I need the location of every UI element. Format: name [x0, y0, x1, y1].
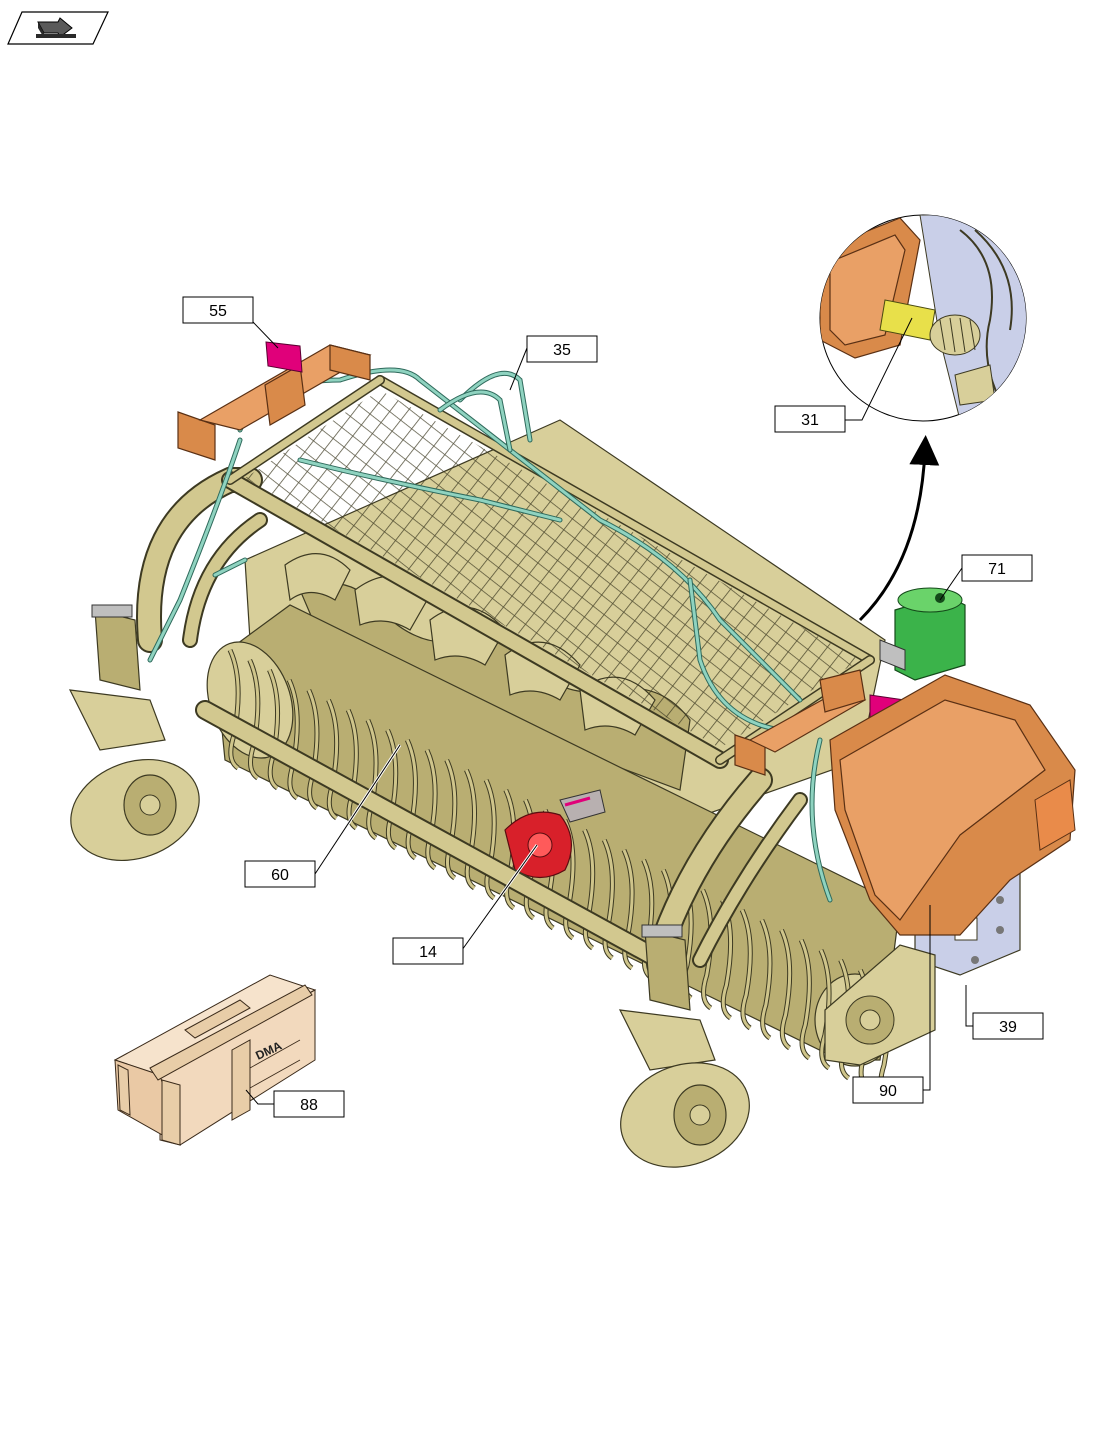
front-guide-bar	[195, 700, 670, 970]
drive-housing	[824, 944, 936, 1066]
tine-highlight	[740, 909, 752, 1030]
tine-highlight	[799, 939, 811, 1060]
left-lifting-bracket	[177, 341, 372, 461]
svg-text:60: 60	[271, 867, 289, 884]
drive-shield	[829, 674, 1076, 936]
tine-highlight	[701, 889, 713, 1010]
mesh-guard	[245, 390, 860, 748]
callout-35[interactable]: 35	[509, 335, 598, 391]
callout-39[interactable]: 39	[965, 985, 1044, 1040]
detail-inset	[819, 214, 1027, 422]
callout-14[interactable]: 14	[392, 844, 539, 965]
return-arrow-icon[interactable]	[7, 11, 109, 45]
pickup-gearbox	[504, 789, 606, 879]
tine-highlight	[780, 929, 792, 1050]
tine-highlight	[760, 919, 772, 1040]
top-frame	[221, 375, 875, 769]
callout-88[interactable]: 88	[245, 1089, 345, 1118]
svg-text:39: 39	[999, 1019, 1017, 1036]
svg-text:90: 90	[879, 1083, 897, 1100]
callout-31[interactable]: 31	[774, 317, 913, 433]
callout-55[interactable]: 55	[182, 296, 279, 349]
pickup-header-assembly	[68, 341, 1076, 1168]
svg-text:55: 55	[209, 303, 227, 320]
svg-text:71: 71	[988, 561, 1006, 578]
right-gauge-wheel	[618, 924, 750, 1168]
shipping-crate: DMA	[113, 974, 317, 1147]
callout-90[interactable]: 90	[852, 905, 931, 1104]
svg-text:31: 31	[801, 412, 819, 429]
left-arch-frame	[136, 467, 268, 653]
callout-60[interactable]: 60	[244, 744, 402, 888]
svg-text:35: 35	[553, 342, 571, 359]
callout-71[interactable]: 71	[939, 554, 1033, 601]
hydraulic-motor	[879, 587, 966, 681]
detail-arrow	[858, 435, 940, 622]
left-gauge-wheel	[68, 604, 200, 862]
svg-text:88: 88	[300, 1097, 318, 1114]
svg-text:14: 14	[419, 944, 437, 961]
